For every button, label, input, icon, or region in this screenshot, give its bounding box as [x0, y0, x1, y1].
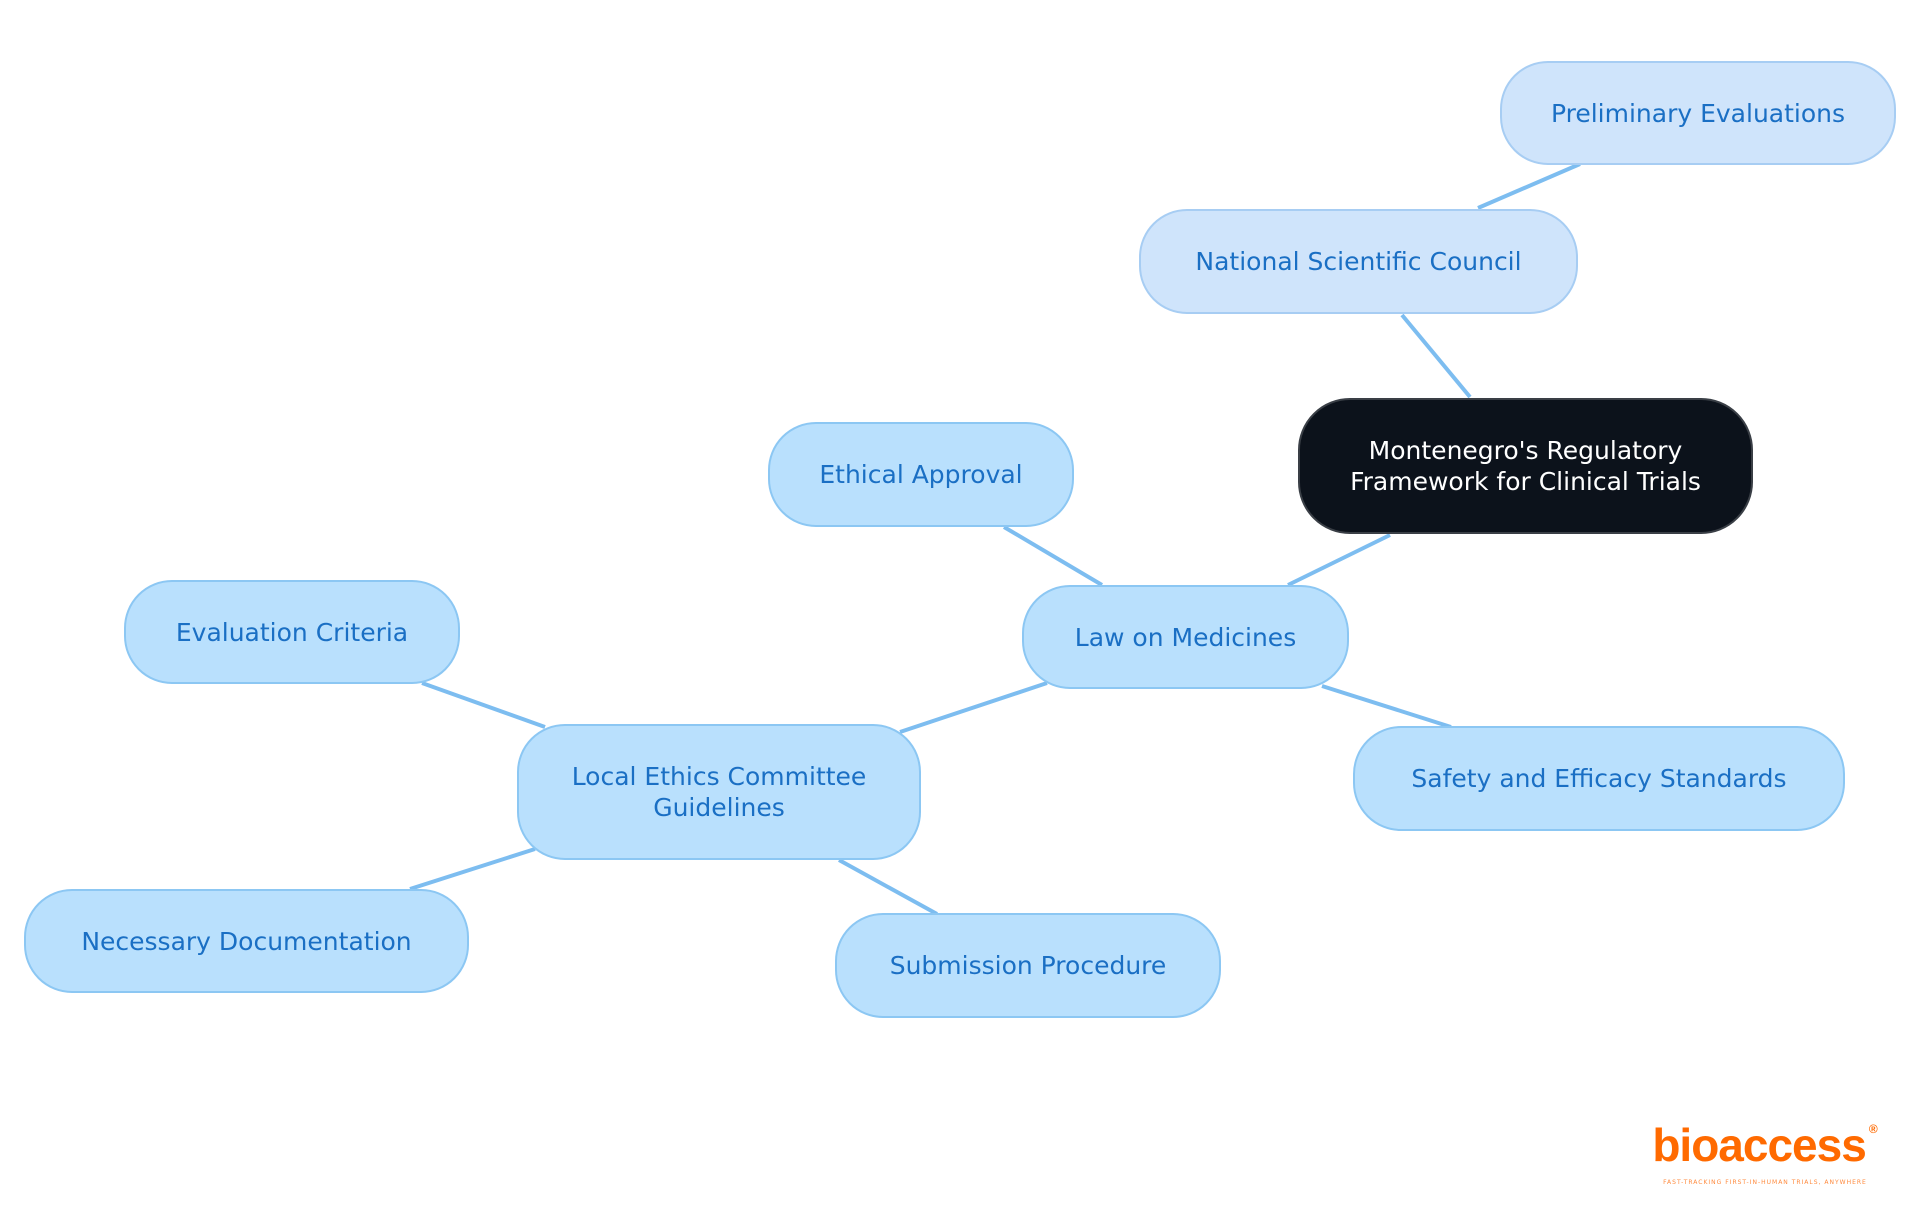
node-evaluation-criteria: Evaluation Criteria [124, 580, 460, 684]
logo-word-row: bioaccess ® [1640, 1116, 1890, 1174]
logo-tagline: FAST-TRACKING FIRST-IN-HUMAN TRIALS, ANY… [1663, 1179, 1867, 1186]
edge-root-council [1400, 313, 1472, 399]
edge-root-law [1287, 533, 1391, 587]
node-law-on-medicines: Law on Medicines [1022, 585, 1349, 689]
node-ethical-approval: Ethical Approval [768, 422, 1074, 527]
node-preliminary-evaluations: Preliminary Evaluations [1500, 61, 1896, 165]
edge-council-preliminary [1477, 162, 1581, 210]
bioaccess-logo: bioaccess ® FAST-TRACKING FIRST-IN-HUMAN… [1640, 1116, 1890, 1188]
registered-mark-icon: ® [1868, 1122, 1878, 1136]
node-national-scientific-council: National Scientific Council [1139, 209, 1578, 314]
logo-wordmark: bioaccess [1652, 1119, 1866, 1171]
edge-law-ethical [1002, 525, 1104, 587]
edge-local-ethics-submission [838, 858, 938, 916]
node-necessary-documentation: Necessary Documentation [24, 889, 469, 993]
edge-local-ethics-evaluation [421, 681, 546, 729]
node-safety-efficacy-standards: Safety and Efficacy Standards [1353, 726, 1845, 831]
edge-local-ethics-documentation [409, 847, 536, 891]
edge-law-local-ethics [899, 681, 1048, 734]
edge-law-safety [1321, 684, 1452, 729]
root-node: Montenegro's Regulatory Framework for Cl… [1298, 398, 1753, 534]
node-local-ethics-committee-guidelines: Local Ethics Committee Guidelines [517, 724, 921, 860]
node-submission-procedure: Submission Procedure [835, 913, 1221, 1018]
